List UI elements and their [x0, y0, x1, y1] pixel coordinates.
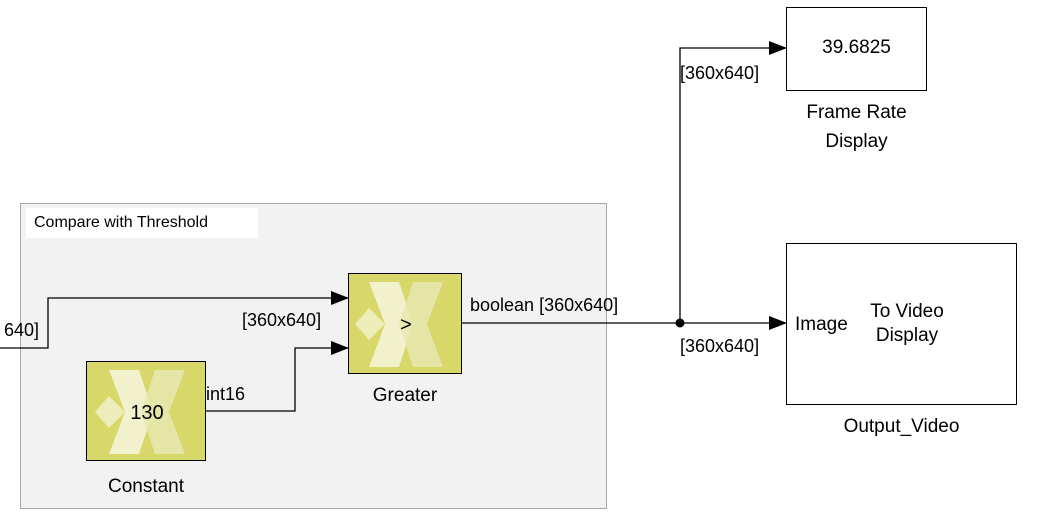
xilinx-logo-icon	[355, 282, 443, 367]
greater-block[interactable]: >	[348, 273, 462, 374]
signal-label-constant-out: int16	[206, 384, 246, 404]
branch-point	[675, 318, 685, 328]
frame-rate-display-block[interactable]: 39.6825	[786, 7, 927, 91]
signal-label-input: 640]	[4, 320, 40, 340]
frame-rate-name-line2: Display	[825, 131, 888, 152]
video-port-label: Image	[795, 314, 848, 335]
constant-block[interactable]: 130	[86, 361, 206, 461]
constant-name: Constant	[107, 476, 185, 497]
wire-input-to-greater	[0, 291, 349, 349]
video-display-name: Output_Video	[843, 416, 960, 437]
xilinx-logo-icon	[95, 370, 185, 454]
signal-label-greater-in1: [360x640]	[242, 310, 322, 330]
wire-to-frame-rate	[679, 41, 787, 323]
signal-label-to-frame-rate: [360x640]	[680, 63, 760, 83]
wire-constant-to-greater	[206, 341, 349, 412]
subsystem-title: Compare with Threshold	[26, 208, 258, 238]
video-inner-line1: To Video	[870, 301, 944, 322]
frame-rate-value: 39.6825	[822, 37, 891, 58]
constant-value: 130	[130, 402, 164, 424]
greater-name: Greater	[372, 385, 438, 406]
signal-label-to-video: [360x640]	[680, 336, 760, 356]
video-display-block[interactable]: Image To Video Display	[786, 243, 1017, 405]
greater-symbol: >	[400, 314, 412, 336]
frame-rate-name-line1: Frame Rate	[806, 102, 907, 123]
video-inner-line2: Display	[875, 325, 939, 346]
signal-label-greater-out: boolean [360x640]	[470, 295, 619, 315]
